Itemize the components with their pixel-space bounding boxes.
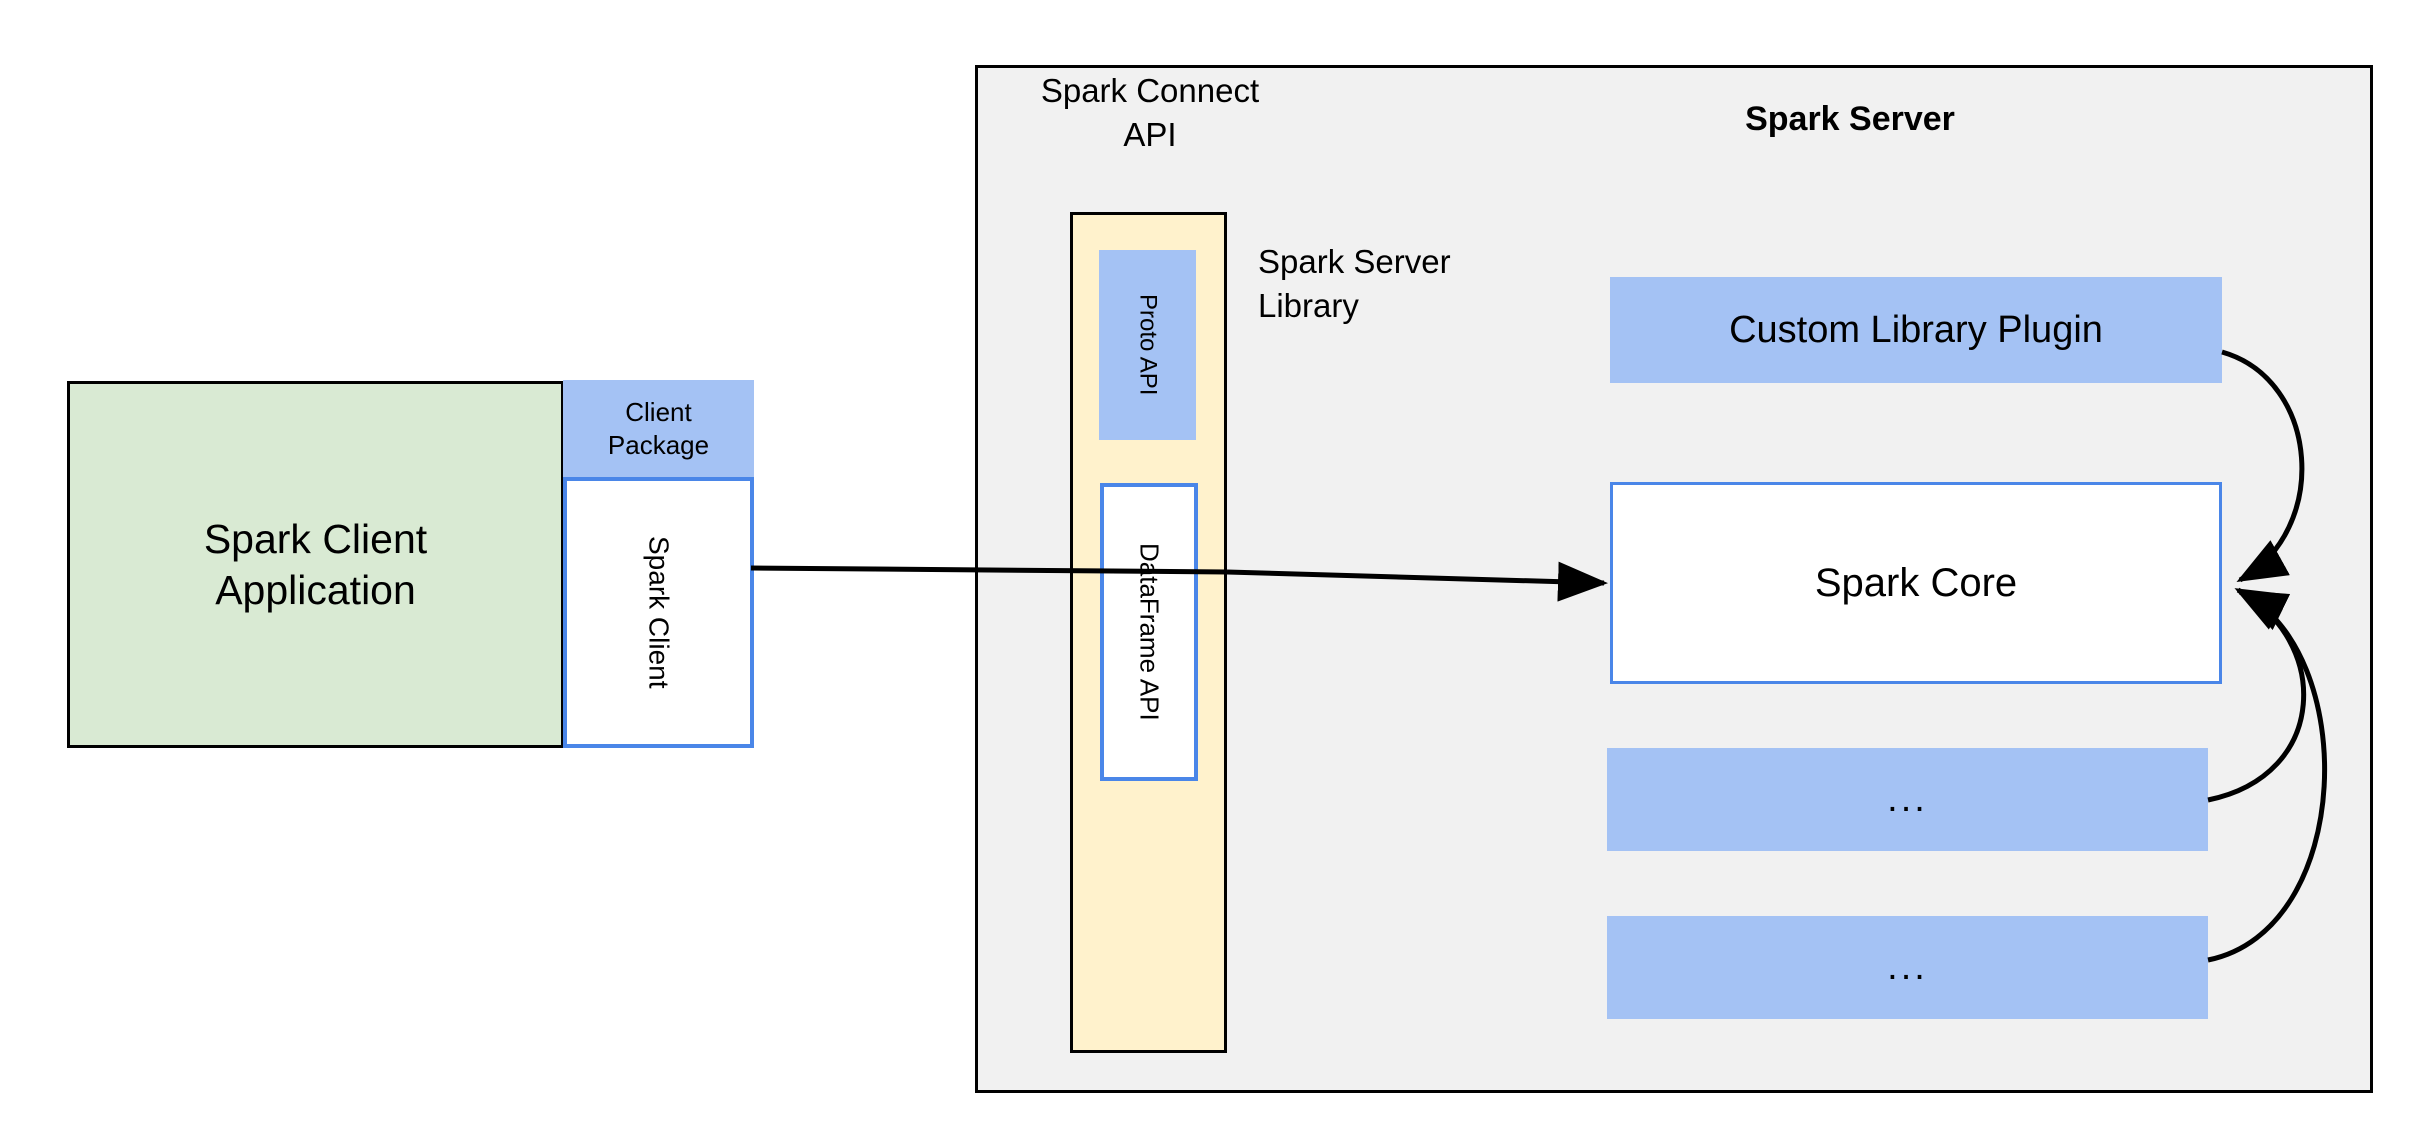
spark-connect-api-label: Spark Connect API: [1040, 72, 1260, 153]
ellipsis-label-two: ...: [1887, 946, 1928, 988]
ellipsis-label-one: ...: [1887, 778, 1928, 820]
spark-client-box: Spark Client: [563, 477, 754, 748]
client-package-label: Client Package: [607, 397, 710, 460]
custom-library-plugin-label: Custom Library Plugin: [1729, 308, 2103, 351]
proto-api-label: Proto API: [1134, 294, 1162, 396]
dataframe-api-label: DataFrame API: [1134, 543, 1165, 721]
spark-client-label: Spark Client: [643, 536, 675, 689]
proto-api-box: Proto API: [1099, 250, 1196, 440]
spark-core-box: Spark Core: [1610, 482, 2222, 684]
custom-library-plugin-box: Custom Library Plugin: [1610, 277, 2222, 383]
client-package-box: Client Package: [563, 380, 754, 478]
spark-client-application-label: Spark Client Application: [203, 516, 428, 613]
spark-server-title: Spark Server: [1745, 100, 1955, 138]
ellipsis-box-two: ...: [1607, 916, 2208, 1019]
ellipsis-box-one: ...: [1607, 748, 2208, 851]
spark-core-label: Spark Core: [1814, 560, 2018, 605]
spark-server-library-label: Spark Server Library: [1258, 243, 1451, 324]
dataframe-api-box: DataFrame API: [1100, 483, 1198, 781]
spark-client-application-box: Spark Client Application: [67, 381, 564, 748]
